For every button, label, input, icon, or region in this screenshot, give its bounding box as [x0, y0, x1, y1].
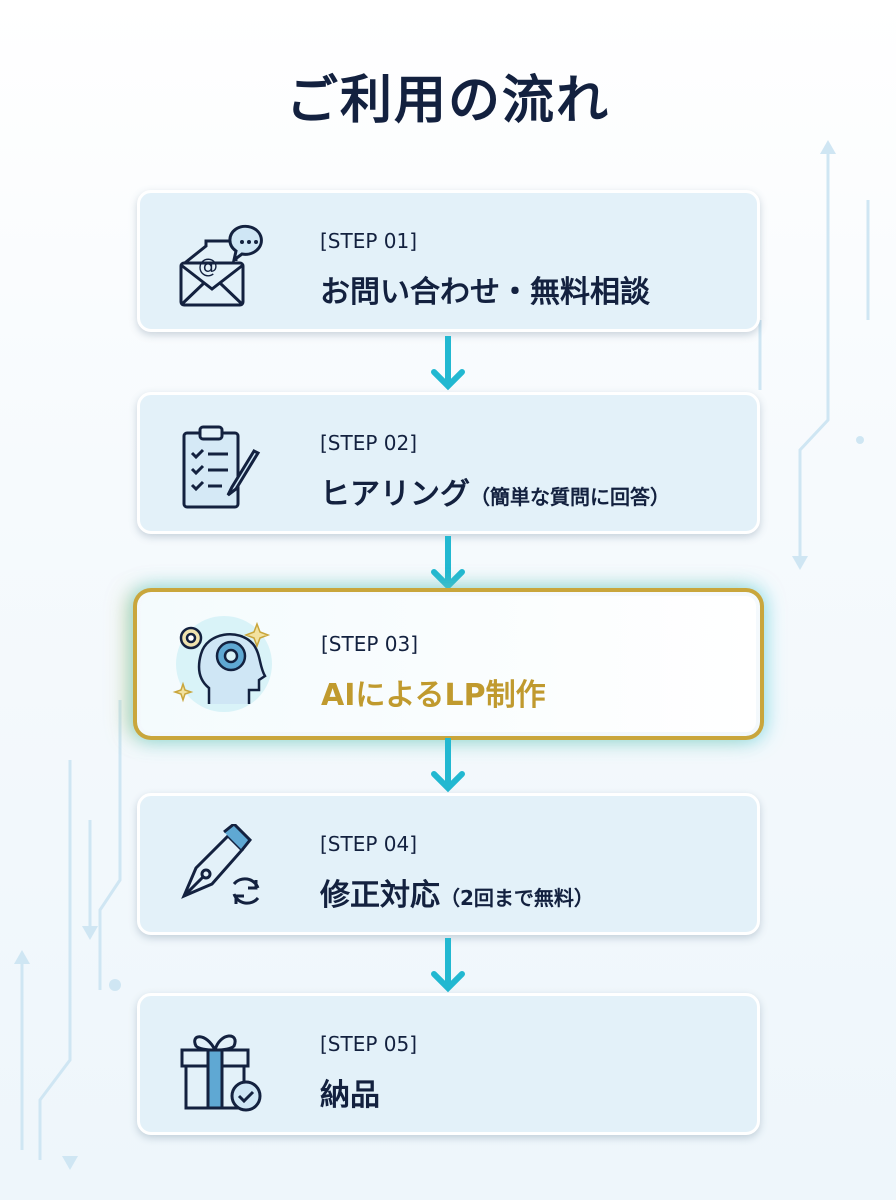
ai-head-gears-icon [172, 616, 272, 712]
step-title: 納品 [320, 1070, 380, 1114]
step-label: [STEP 02] [320, 431, 418, 455]
step-subtitle: （2回まで無料） [440, 886, 594, 910]
svg-text:@: @ [198, 254, 218, 278]
step-label: [STEP 05] [320, 1032, 418, 1056]
step-title: 修正対応（2回まで無料） [320, 870, 594, 914]
arrow-down-icon [431, 738, 465, 793]
step-card-03-highlighted: [STEP 03] AIによるLP制作 [137, 592, 760, 736]
step-title-text: 納品 [320, 1078, 380, 1113]
step-title-text: 修正対応 [320, 878, 440, 913]
step-title-text: ヒアリング [320, 477, 470, 512]
step-title: AIによるLP制作 [321, 670, 546, 714]
step-card-01: @ [STEP 01] お問い合わせ・無料相談 [137, 190, 760, 332]
step-subtitle: （簡単な質問に回答） [470, 485, 670, 509]
step-title-text: お問い合わせ・無料相談 [320, 275, 650, 310]
arrow-down-icon [431, 536, 465, 591]
pen-refresh-icon [181, 824, 260, 905]
step-card-05: [STEP 05] 納品 [137, 993, 760, 1135]
step-label: [STEP 04] [320, 832, 418, 856]
step-label: [STEP 01] [320, 229, 418, 253]
arrow-down-icon [431, 938, 465, 993]
page-title: ご利用の流れ [285, 71, 610, 131]
step-card-02: [STEP 02] ヒアリング（簡単な質問に回答） [137, 392, 760, 534]
email-chat-icon: @ [179, 224, 263, 307]
step-title: ヒアリング（簡単な質問に回答） [320, 469, 670, 513]
step-title-text: AIによるLP制作 [321, 678, 546, 713]
step-card-04: [STEP 04] 修正対応（2回まで無料） [137, 793, 760, 935]
arrow-down-icon [431, 336, 465, 391]
gift-check-icon [180, 1034, 262, 1112]
step-label: [STEP 03] [321, 632, 419, 656]
clipboard-checklist-icon [182, 425, 261, 509]
step-title: お問い合わせ・無料相談 [320, 267, 650, 311]
